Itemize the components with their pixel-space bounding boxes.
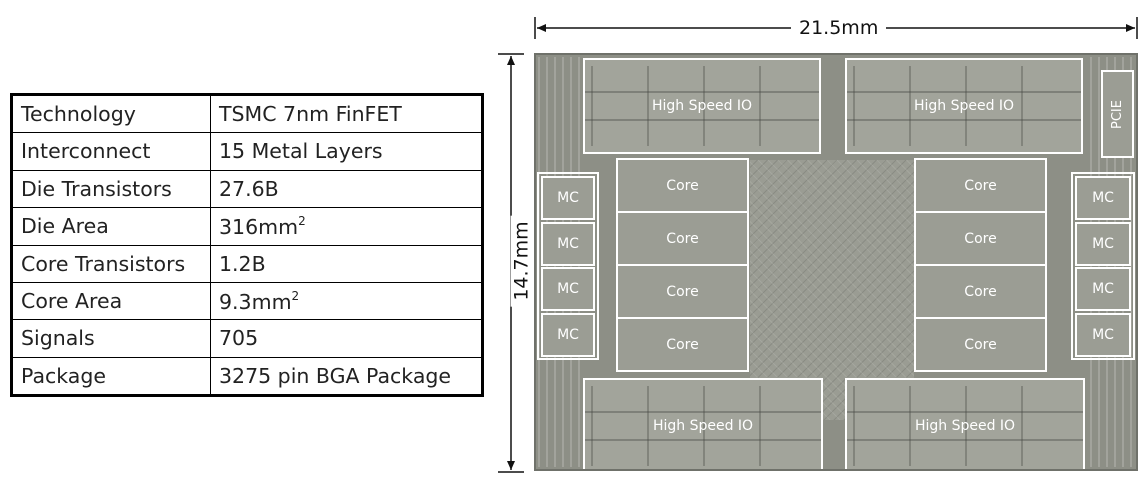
width-dimension: 21.5mm [534,17,1138,39]
spec-value: 15 Metal Layers [210,132,483,171]
table-row: Interconnect 15 Metal Layers [11,132,483,171]
spec-label: Package [11,356,211,397]
core-label: Core [964,336,997,353]
mc-label: MC [1092,190,1114,206]
mc-group-outline [537,172,599,360]
spec-value: 27.6B [210,169,483,209]
mc-label: MC [557,281,579,297]
spec-label: Die Transistors [11,169,211,209]
mc-label: MC [557,236,579,252]
spec-value: 705 [210,319,483,358]
hsio-label: High Speed IO [913,98,1015,114]
core-label: Core [964,177,997,194]
superscript: 2 [298,214,306,229]
core-label: Core [666,283,699,300]
table-row: Core Area 9.3mm2 [11,281,483,321]
table-row: Die Area 316mm2 [11,207,483,246]
height-label: 14.7mm [510,215,533,307]
table-row: Signals 705 [11,319,483,358]
mc-block: MC [541,313,595,357]
mc-block: MC [1075,176,1131,220]
spec-value: TSMC 7nm FinFET [210,93,483,134]
spec-value-text: 9.3mm [219,289,292,314]
spec-value: 316mm2 [210,207,483,246]
core-label: Core [964,230,997,247]
mc-label: MC [557,190,579,206]
mc-label: MC [1092,236,1114,252]
spec-value: 1.2B [210,244,483,283]
mc-label: MC [1092,281,1114,297]
table-row: Core Transistors 1.2B [11,244,483,283]
height-dimension: 14.7mm [498,53,533,473]
mc-block: MC [1075,313,1131,357]
core-label: Core [964,283,997,300]
spec-label: Core Area [11,281,211,321]
spec-value: 3275 pin BGA Package [210,356,483,397]
hsio-label: High Speed IO [914,418,1016,434]
hsio-block: High Speed IO [583,378,823,471]
interconnect-mesh [750,160,914,420]
spec-value: 9.3mm2 [210,281,483,321]
spec-table: Technology TSMC 7nm FinFET Interconnect … [10,93,484,398]
core-block: Core [616,317,749,372]
superscript: 2 [291,288,300,303]
hsio-label: High Speed IO [652,418,754,434]
core-label: Core [666,177,699,194]
spec-label: Signals [11,319,211,358]
hsio-label: High Speed IO [651,98,753,114]
hsio-block: High Speed IO [845,378,1085,471]
core-label: Core [666,336,699,353]
die-edge [534,53,1138,471]
hsio-block: High Speed IO [583,58,821,154]
mc-block: MC [541,267,595,311]
table-row: Technology TSMC 7nm FinFET [11,93,483,134]
core-block: Core [616,264,749,319]
die-photo: High Speed IO High Speed IO PCIE High Sp… [534,53,1138,471]
spec-value-text: 316mm [219,215,299,240]
mc-block: MC [1075,222,1131,266]
mc-group-outline [1071,172,1135,360]
spec-label: Core Transistors [11,244,211,283]
mc-block: MC [1075,267,1131,311]
table-row: Die Transistors 27.6B [11,169,483,209]
width-label: 21.5mm [791,17,887,39]
core-block: Core [914,211,1047,266]
hsio-block: High Speed IO [845,58,1083,154]
pcie-block: PCIE [1101,70,1134,158]
spec-label: Technology [11,93,211,134]
core-block: Core [616,158,749,213]
spec-label: Interconnect [11,132,211,171]
table-row: Package 3275 pin BGA Package [11,356,483,397]
mc-block: MC [541,176,595,220]
spec-label: Die Area [11,207,211,246]
mc-label: MC [557,327,579,343]
core-block: Core [914,317,1047,372]
mc-block: MC [541,222,595,266]
mc-label: MC [1092,327,1114,343]
core-label: Core [666,230,699,247]
core-block: Core [914,158,1047,213]
